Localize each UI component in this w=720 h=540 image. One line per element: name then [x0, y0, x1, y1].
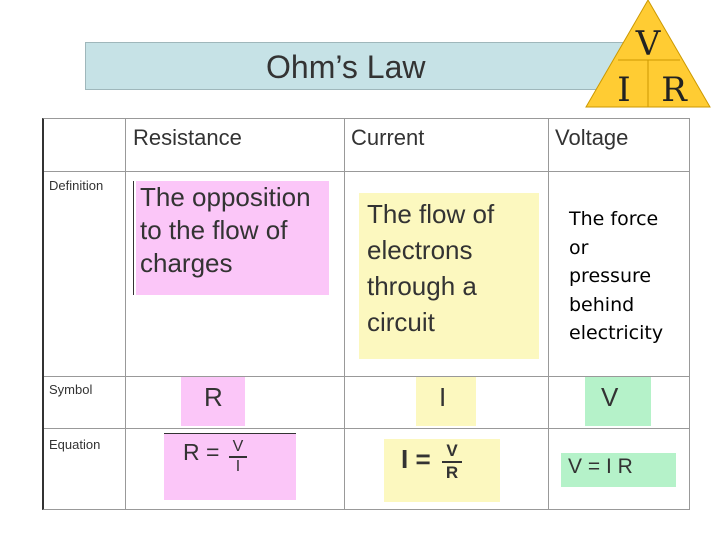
row-divider — [44, 428, 689, 429]
fraction-numerator: V — [229, 438, 247, 458]
equation-current-lhs: I = — [401, 444, 431, 474]
text-line: or — [569, 236, 589, 259]
triangle-v: V — [635, 24, 662, 64]
fraction-denominator: R — [445, 463, 459, 482]
equation-resistance-fraction: V I — [229, 438, 247, 476]
symbol-voltage: V — [601, 382, 619, 412]
row-divider — [44, 376, 689, 377]
symbol-resistance: R — [204, 382, 223, 412]
header-voltage: Voltage — [555, 125, 629, 150]
header-resistance: Resistance — [133, 125, 242, 150]
equation-resistance-box — [164, 433, 296, 500]
symbol-resistance-box — [181, 377, 245, 426]
symbol-current-box — [416, 377, 476, 426]
text-line: electricity — [569, 322, 664, 344]
equation-resistance-lhs: R = — [183, 439, 220, 465]
ohms-triangle: V I R — [585, 0, 711, 108]
col-divider — [125, 119, 126, 509]
equation-current-fraction: V R — [442, 441, 462, 483]
text-line: through a — [367, 271, 477, 301]
text-line: to the flow of — [140, 215, 288, 245]
fraction-numerator: V — [442, 441, 462, 463]
equation-voltage: V = I R — [568, 455, 633, 478]
definition-current-box — [359, 193, 539, 359]
definition-current-text: The flow of electrons through a circuit — [367, 196, 494, 340]
header-current: Current — [351, 125, 425, 150]
row-label-symbol: Symbol — [49, 382, 93, 397]
col-divider — [548, 119, 549, 509]
text-line: The force — [569, 208, 659, 230]
triangle-r: R — [661, 70, 688, 108]
symbol-current: I — [439, 382, 447, 412]
text-line: The opposition — [140, 182, 311, 212]
definition-resistance-text: The opposition to the flow of charges — [140, 181, 311, 280]
equation-current-box — [384, 439, 500, 502]
fraction-denominator: I — [235, 458, 241, 475]
text-line: charges — [140, 248, 233, 278]
text-line: pressure — [569, 265, 652, 287]
title-banner: Ohm’s Law — [85, 42, 645, 90]
text-line: electrons — [367, 235, 473, 265]
row-label-equation: Equation — [49, 437, 101, 452]
ohms-law-table: Resistance Current Voltage Definition Sy… — [42, 118, 690, 510]
definition-resistance-box — [133, 181, 329, 295]
row-divider — [44, 171, 689, 172]
row-label-definition: Definition — [49, 178, 104, 193]
text-line: The flow of — [367, 199, 495, 229]
text-line: circuit — [367, 307, 435, 337]
page-title: Ohm’s Law — [266, 49, 426, 85]
equation-voltage-box — [561, 453, 676, 487]
col-divider — [344, 119, 345, 509]
text-line: behind — [569, 293, 635, 316]
symbol-voltage-box — [585, 377, 651, 426]
triangle-i: I — [617, 70, 630, 108]
definition-voltage-text: The force or pressure behind electricity — [569, 205, 663, 348]
